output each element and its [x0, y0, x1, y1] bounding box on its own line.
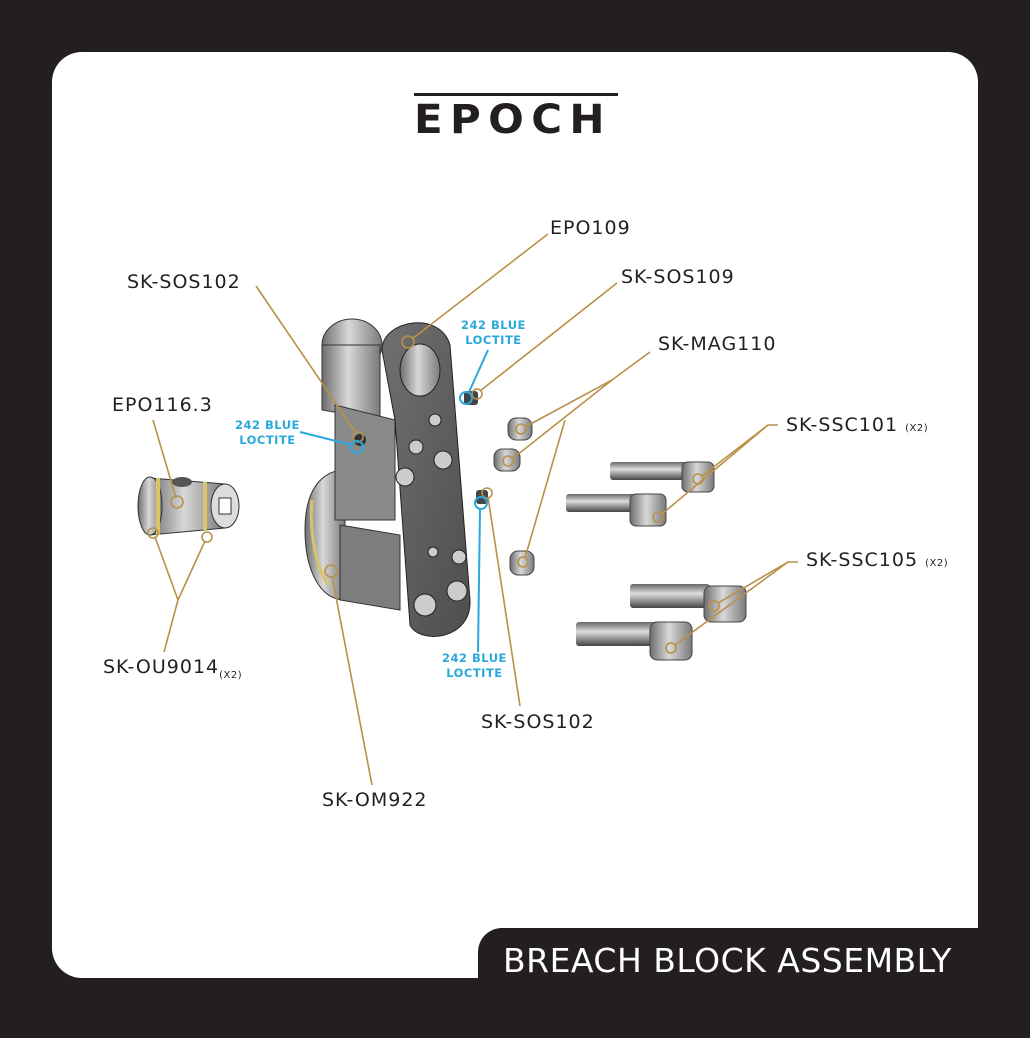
loctite-note-line1: 242 BLUE [235, 418, 300, 432]
label-sk-ssc105-qty: (X2) [925, 558, 949, 569]
label-sk-ssc101-qty: (X2) [905, 423, 929, 434]
page-title: BREACH BLOCK ASSEMBLY [503, 941, 952, 980]
title-tab [478, 928, 1030, 1038]
label-sk-ssc101: SK-SSC101 (X2) [786, 414, 928, 440]
screws-sk-ssc105 [576, 584, 747, 661]
loctite-note-line1: 242 BLUE [442, 651, 507, 665]
label-sk-ssc105-text: SK-SSC105 [806, 549, 919, 571]
loctite-note-line2: LOCTITE [446, 666, 503, 680]
screws-sk-ssc101 [566, 461, 715, 527]
label-sk-sos109: SK-SOS109 [621, 266, 735, 288]
loctite-note-line2: LOCTITE [465, 333, 522, 347]
pin-ep0116-3 [137, 476, 240, 536]
breach-block-ep0109 [304, 318, 471, 637]
label-sk-ou9014-qty: (X2) [219, 669, 243, 681]
epoch-logo: EPOCH [414, 93, 618, 140]
loctite-callouts [299, 349, 489, 653]
label-ep0109: EPO109 [550, 217, 631, 239]
logo-text: EPOCH [414, 97, 612, 143]
magnets-sk-mag110 [493, 417, 535, 576]
label-sk-sos102-top: SK-SOS102 [127, 271, 241, 293]
label-sk-ou9014: SK-OU9014(X2) [103, 656, 242, 687]
label-sk-ssc101-text: SK-SSC101 [786, 414, 899, 436]
label-ep0116-3: EPO116.3 [112, 394, 213, 416]
logo-rule [414, 93, 618, 96]
loctite-note-line2: LOCTITE [239, 433, 296, 447]
leader-lines [147, 233, 798, 786]
label-sk-ssc105: SK-SSC105 (X2) [806, 549, 948, 575]
label-sk-sos102-bottom: SK-SOS102 [481, 711, 595, 733]
label-sk-mag110: SK-MAG110 [658, 333, 777, 355]
label-sk-ou9014-text: SK-OU9014 [103, 656, 220, 678]
loctite-note-line1: 242 BLUE [461, 318, 526, 332]
label-sk-om922: SK-OM922 [322, 789, 428, 811]
